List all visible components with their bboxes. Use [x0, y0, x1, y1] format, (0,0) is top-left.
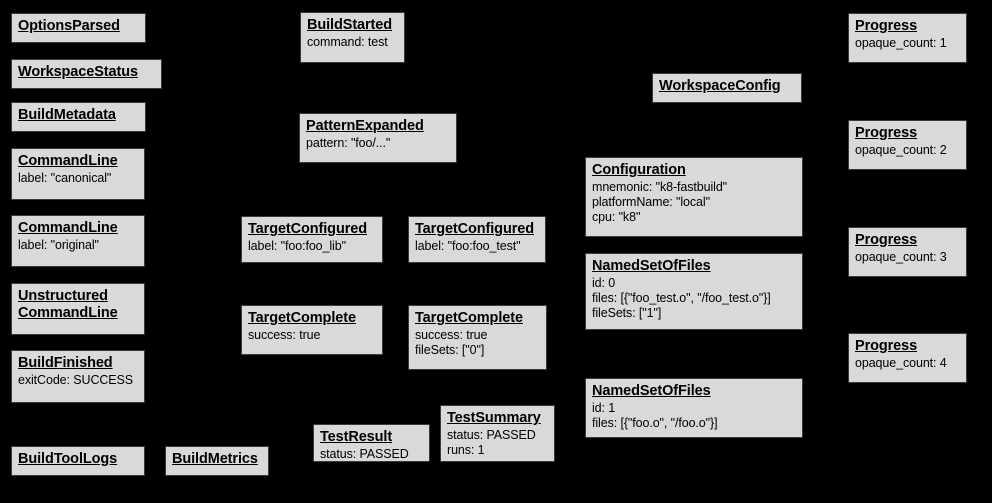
node-field: label: "foo:foo_lib" — [248, 239, 346, 254]
node-progress-2[interactable]: Progress opaque_count: 2 — [848, 120, 967, 170]
node-fields: label: "foo:foo_lib" — [248, 239, 376, 254]
node-title: CommandLine — [18, 153, 118, 169]
node-title: Configuration — [592, 162, 686, 178]
node-field: fileSets: ["0"] — [415, 342, 485, 357]
node-options-parsed[interactable]: OptionsParsed — [11, 13, 146, 43]
node-field: status: PASSED — [447, 428, 536, 443]
node-field: id: 0 — [592, 276, 616, 291]
node-field: success: true — [415, 328, 488, 343]
node-field: files: [{"foo_test.o", "/foo_test.o"}] — [592, 290, 771, 305]
node-fields: opaque_count: 1 — [855, 36, 960, 51]
node-field: id: 1 — [592, 401, 616, 416]
node-title: Progress — [855, 18, 918, 34]
node-title: TargetComplete — [415, 310, 523, 326]
node-field: status: PASSED — [320, 447, 409, 462]
node-title: BuildStarted — [307, 17, 393, 33]
node-target-configured-foo-test[interactable]: TargetConfigured label: "foo:foo_test" — [408, 216, 546, 263]
node-title: Unstructured CommandLine — [18, 288, 118, 322]
node-field: command: test — [307, 35, 388, 50]
node-title: Progress — [855, 338, 918, 354]
node-field: exitCode: SUCCESS — [18, 373, 134, 388]
node-field: opaque_count: 3 — [855, 250, 947, 265]
node-progress-1[interactable]: Progress opaque_count: 1 — [848, 13, 967, 63]
node-target-configured-foo-lib[interactable]: TargetConfigured label: "foo:foo_lib" — [241, 216, 383, 263]
node-title: BuildMetadata — [18, 107, 116, 123]
node-command-line-original[interactable]: CommandLine label: "original" — [11, 215, 145, 267]
node-field: fileSets: ["1"] — [592, 305, 662, 320]
node-field: opaque_count: 2 — [855, 143, 947, 158]
node-fields: command: test — [307, 35, 398, 50]
node-title: NamedSetOfFiles — [592, 383, 711, 399]
node-title: BuildToolLogs — [18, 451, 118, 467]
node-field: platformName: "local" — [592, 194, 710, 209]
node-field: opaque_count: 1 — [855, 36, 947, 51]
node-field: success: true — [248, 328, 321, 343]
node-fields: label: "original" — [18, 238, 138, 253]
node-progress-4[interactable]: Progress opaque_count: 4 — [848, 333, 967, 383]
node-build-metadata[interactable]: BuildMetadata — [11, 102, 146, 132]
node-target-complete-lib[interactable]: TargetComplete success: true — [241, 305, 383, 355]
node-fields: success: true — [248, 328, 376, 343]
node-field: runs: 1 — [447, 442, 485, 457]
node-title: TestResult — [320, 429, 393, 445]
node-fields: status: PASSED — [320, 447, 423, 462]
node-title: NamedSetOfFiles — [592, 258, 711, 274]
node-fields: mnemonic: "k8-fastbuild"platformName: "l… — [592, 180, 796, 224]
node-build-started[interactable]: BuildStarted command: test — [300, 12, 405, 63]
node-field: cpu: "k8" — [592, 209, 641, 224]
node-fields: exitCode: SUCCESS — [18, 373, 138, 388]
node-field: pattern: "foo/..." — [306, 136, 391, 151]
node-test-result[interactable]: TestResult status: PASSED — [313, 424, 430, 462]
node-workspace-config[interactable]: WorkspaceConfig — [652, 73, 802, 103]
node-field: files: [{"foo.o", "/foo.o"}] — [592, 415, 718, 430]
node-title: OptionsParsed — [18, 18, 120, 34]
node-build-metrics[interactable]: BuildMetrics — [165, 446, 269, 476]
node-title: CommandLine — [18, 220, 118, 236]
node-pattern-expanded[interactable]: PatternExpanded pattern: "foo/..." — [299, 113, 457, 163]
node-fields: label: "canonical" — [18, 171, 138, 186]
node-title: WorkspaceConfig — [659, 78, 781, 94]
node-build-tool-logs[interactable]: BuildToolLogs — [11, 446, 145, 476]
node-field: label: "original" — [18, 238, 99, 253]
node-field: label: "foo:foo_test" — [415, 239, 521, 254]
node-configuration[interactable]: Configuration mnemonic: "k8-fastbuild"pla… — [585, 157, 803, 237]
node-fields: opaque_count: 2 — [855, 143, 960, 158]
node-title: Progress — [855, 125, 918, 141]
node-workspace-status[interactable]: WorkspaceStatus — [11, 59, 162, 89]
node-field: label: "canonical" — [18, 171, 112, 186]
node-build-finished[interactable]: BuildFinished exitCode: SUCCESS — [11, 350, 145, 403]
node-fields: pattern: "foo/..." — [306, 136, 450, 151]
node-title: PatternExpanded — [306, 118, 424, 134]
node-title: TargetConfigured — [248, 221, 367, 237]
node-title: TargetComplete — [248, 310, 356, 326]
node-fields: opaque_count: 3 — [855, 250, 960, 265]
node-command-line-canonical[interactable]: CommandLine label: "canonical" — [11, 148, 145, 200]
node-title: BuildMetrics — [172, 451, 258, 467]
node-field: mnemonic: "k8-fastbuild" — [592, 180, 728, 195]
node-title: WorkspaceStatus — [18, 64, 138, 80]
node-title: BuildFinished — [18, 355, 113, 371]
node-fields: opaque_count: 4 — [855, 356, 960, 371]
node-title: Progress — [855, 232, 918, 248]
node-unstructured-command-line[interactable]: Unstructured CommandLine — [11, 283, 145, 335]
node-fields: label: "foo:foo_test" — [415, 239, 539, 254]
node-title: TargetConfigured — [415, 221, 534, 237]
node-progress-3[interactable]: Progress opaque_count: 3 — [848, 227, 967, 277]
node-title: TestSummary — [447, 410, 541, 426]
node-field: opaque_count: 4 — [855, 356, 947, 371]
